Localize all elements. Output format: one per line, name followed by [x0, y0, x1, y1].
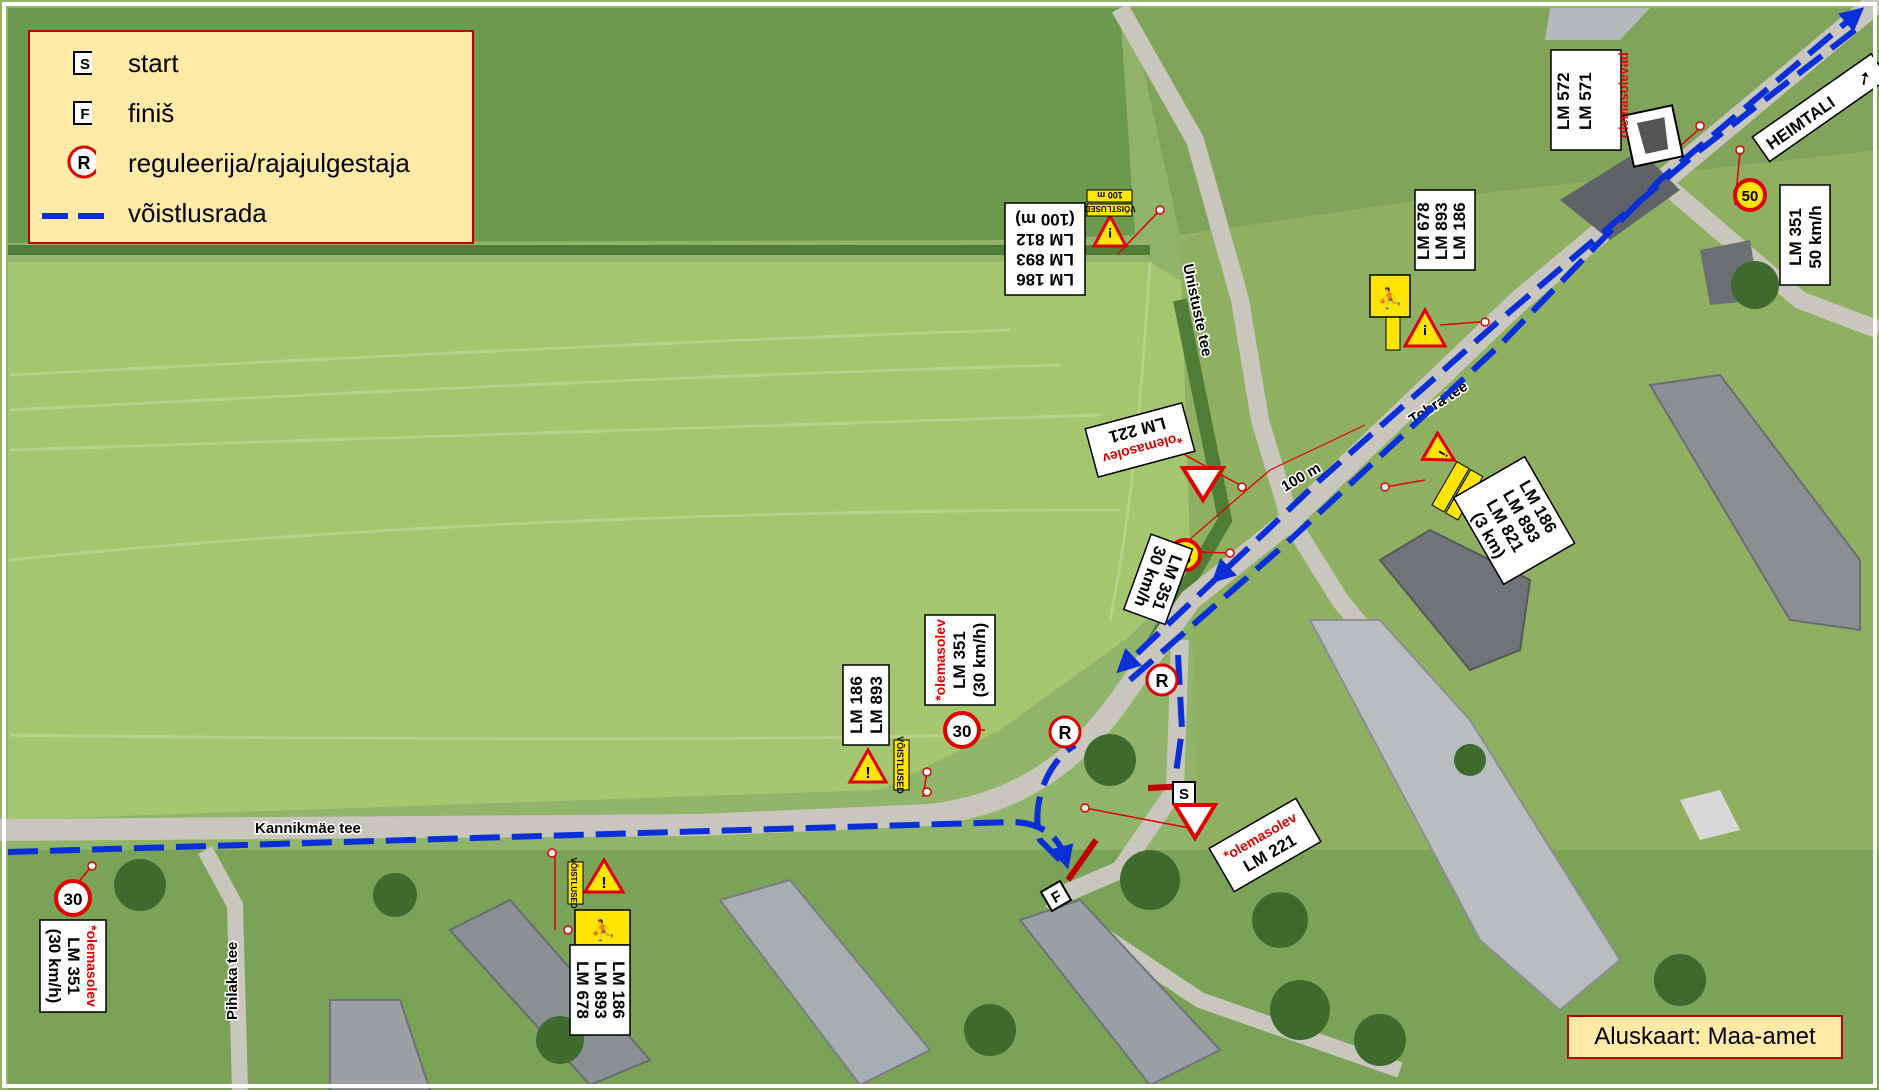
kann-speed-value: 30: [953, 722, 972, 741]
top-mid-l2: LM 893: [1016, 250, 1074, 269]
sign-group-speed30-road: 30 LM 351 30 km/h: [1122, 533, 1235, 626]
sign-group-top-mid: ! VÕISTLUSED 100 m LM 186 LM 893 LM 812 …: [1004, 189, 1165, 296]
speed-limit-30-bottom-sign: [54, 879, 92, 917]
race-route: [7, 7, 1865, 870]
kann-speed-l2: (30 km/h): [970, 623, 989, 698]
road-label-kannikmae: Kannikmäe tee: [255, 820, 361, 837]
finish-marker: [1039, 879, 1073, 913]
yield-sign-start: [1171, 803, 1219, 842]
svg-text:⛹: ⛹: [591, 918, 616, 942]
top-mid-l1: LM 186: [1016, 270, 1074, 289]
legend: S start F finiš R reguleerija/rajajulges…: [28, 30, 474, 244]
yield-sign-mid: [1179, 466, 1227, 504]
sign-group-kann-warn: ! VÕISTLUSED LM 186 LM 893: [842, 664, 932, 798]
legend-start-label: start: [128, 48, 179, 78]
regulator-2: R: [1145, 663, 1179, 697]
road-label-pihlaka: Pihlaka tee: [224, 942, 241, 1020]
legend-row-regulator: R reguleerija/rajajulgestaja: [30, 142, 472, 182]
sign-group-bottom-left: 30 *olemasolev LM 351 (30 km/h): [39, 861, 107, 1013]
bottom-mid-plate: VÕISTLUSED: [569, 857, 578, 908]
svg-text:!: !: [1108, 225, 1113, 241]
tobra-a-l3: LM 678: [1414, 202, 1433, 260]
kann-warn-plate: VÕISTLUSED: [895, 736, 905, 794]
legend-row-route: võistlusrada: [30, 192, 472, 232]
top-mid-l3: LM 812: [1016, 230, 1074, 249]
tobra-a-l2: LM 893: [1432, 202, 1451, 260]
kann-speed-l1: LM 351: [950, 631, 969, 689]
bottom-mid-l2: LM 893: [591, 961, 610, 1019]
svg-text:⛹: ⛹: [1378, 286, 1403, 310]
finish-icon: F: [52, 98, 97, 128]
speed-limit-50-sign: [1733, 178, 1767, 212]
legend-regulator-symbol: R: [78, 153, 91, 173]
legend-finish-symbol: F: [80, 106, 89, 123]
top-right-l1: LM 571: [1576, 72, 1595, 130]
bottom-left-l2: (30 km/h): [45, 929, 64, 1004]
start-marker-label: S: [1179, 786, 1189, 803]
kann-warn-l1: LM 186: [847, 676, 866, 734]
legend-row-finish: F finiš: [30, 92, 472, 132]
sign-group-mid-yield: *olemasolev LM 221: [1084, 401, 1247, 504]
top-mid-plate: VÕISTLUSED: [1084, 204, 1135, 213]
top-right-l2: LM 572: [1554, 72, 1573, 130]
bottom-mid-l1: LM 186: [609, 961, 628, 1019]
start-icon: S: [52, 48, 97, 78]
bottom-mid-l3: LM 678: [573, 961, 592, 1019]
regulator-1-label: R: [1059, 723, 1072, 743]
legend-finish-label: finiš: [128, 98, 175, 128]
speed-50-value: 50: [1742, 188, 1759, 205]
bottom-left-value: 30: [64, 890, 83, 909]
top-mid-dist: 100 m: [1097, 190, 1123, 200]
top-right-red: olemasolevad: [1616, 52, 1631, 138]
legend-regulator-label: reguleerija/rajajulgestaja: [128, 148, 410, 178]
sign-group-bottom-mid: ! VÕISTLUSED ⛹ LM 186 LM 893 LM 678: [547, 848, 631, 1036]
top-mid-l4: (100 m): [1015, 210, 1075, 229]
sign-group-top-right: olemasolevad LM 571 LM 572: [1550, 49, 1705, 168]
svg-text:!: !: [1423, 321, 1428, 338]
warning-sign-kann: [847, 746, 889, 784]
sign-group-tobra-a: ! ⛹ LM 186 LM 893 LM 678: [1369, 189, 1490, 351]
legend-start-symbol: S: [80, 56, 90, 73]
heim-speed-l1: LM 351: [1786, 208, 1805, 266]
sign-group-kann-speed: 30 *olemasolev LM 351 (30 km/h): [924, 614, 996, 749]
bottom-left-red: *olemasolev: [84, 925, 100, 1007]
regulator-1: R: [1048, 715, 1082, 749]
kann-speed-red: *olemasolev: [932, 619, 948, 701]
bottom-left-l1: LM 351: [64, 937, 83, 995]
regulator-2-label: R: [1156, 671, 1169, 691]
route-line-icon: [40, 198, 110, 228]
legend-row-start: S start: [30, 42, 472, 82]
kann-warn-l2: LM 893: [867, 676, 886, 734]
tobra-a-l1: LM 186: [1450, 202, 1469, 260]
legend-route-label: võistlusrada: [128, 198, 267, 228]
svg-text:!: !: [865, 765, 870, 782]
basemap-credit: Aluskaart: Maa-amet: [1567, 1015, 1843, 1059]
sign-group-heim-speed: 50 LM 351 50 km/h: [1733, 145, 1831, 286]
heim-speed-l2: 50 km/h: [1806, 205, 1825, 268]
svg-text:!: !: [601, 875, 606, 892]
warning-sign-bottom: [582, 857, 626, 894]
regulator-icon: R: [52, 144, 101, 180]
